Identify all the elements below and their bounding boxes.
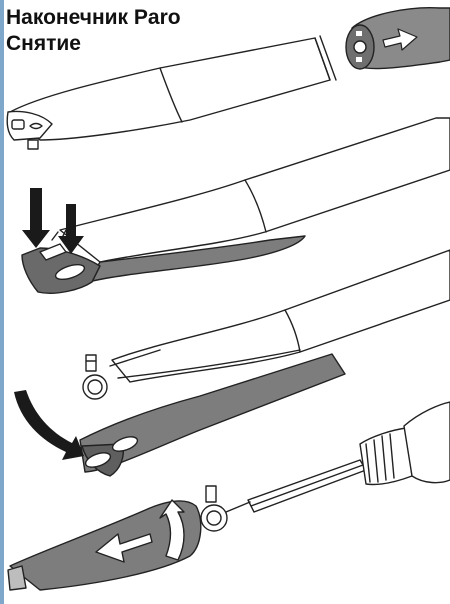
step-3-sleeve — [80, 354, 345, 476]
step-2-press-arrows-icon — [22, 188, 84, 254]
step-2-handpiece — [22, 118, 450, 293]
step-3-curved-arrow-icon — [14, 390, 84, 460]
step-4-coupling — [201, 402, 450, 531]
step-1-handpiece — [7, 36, 336, 149]
